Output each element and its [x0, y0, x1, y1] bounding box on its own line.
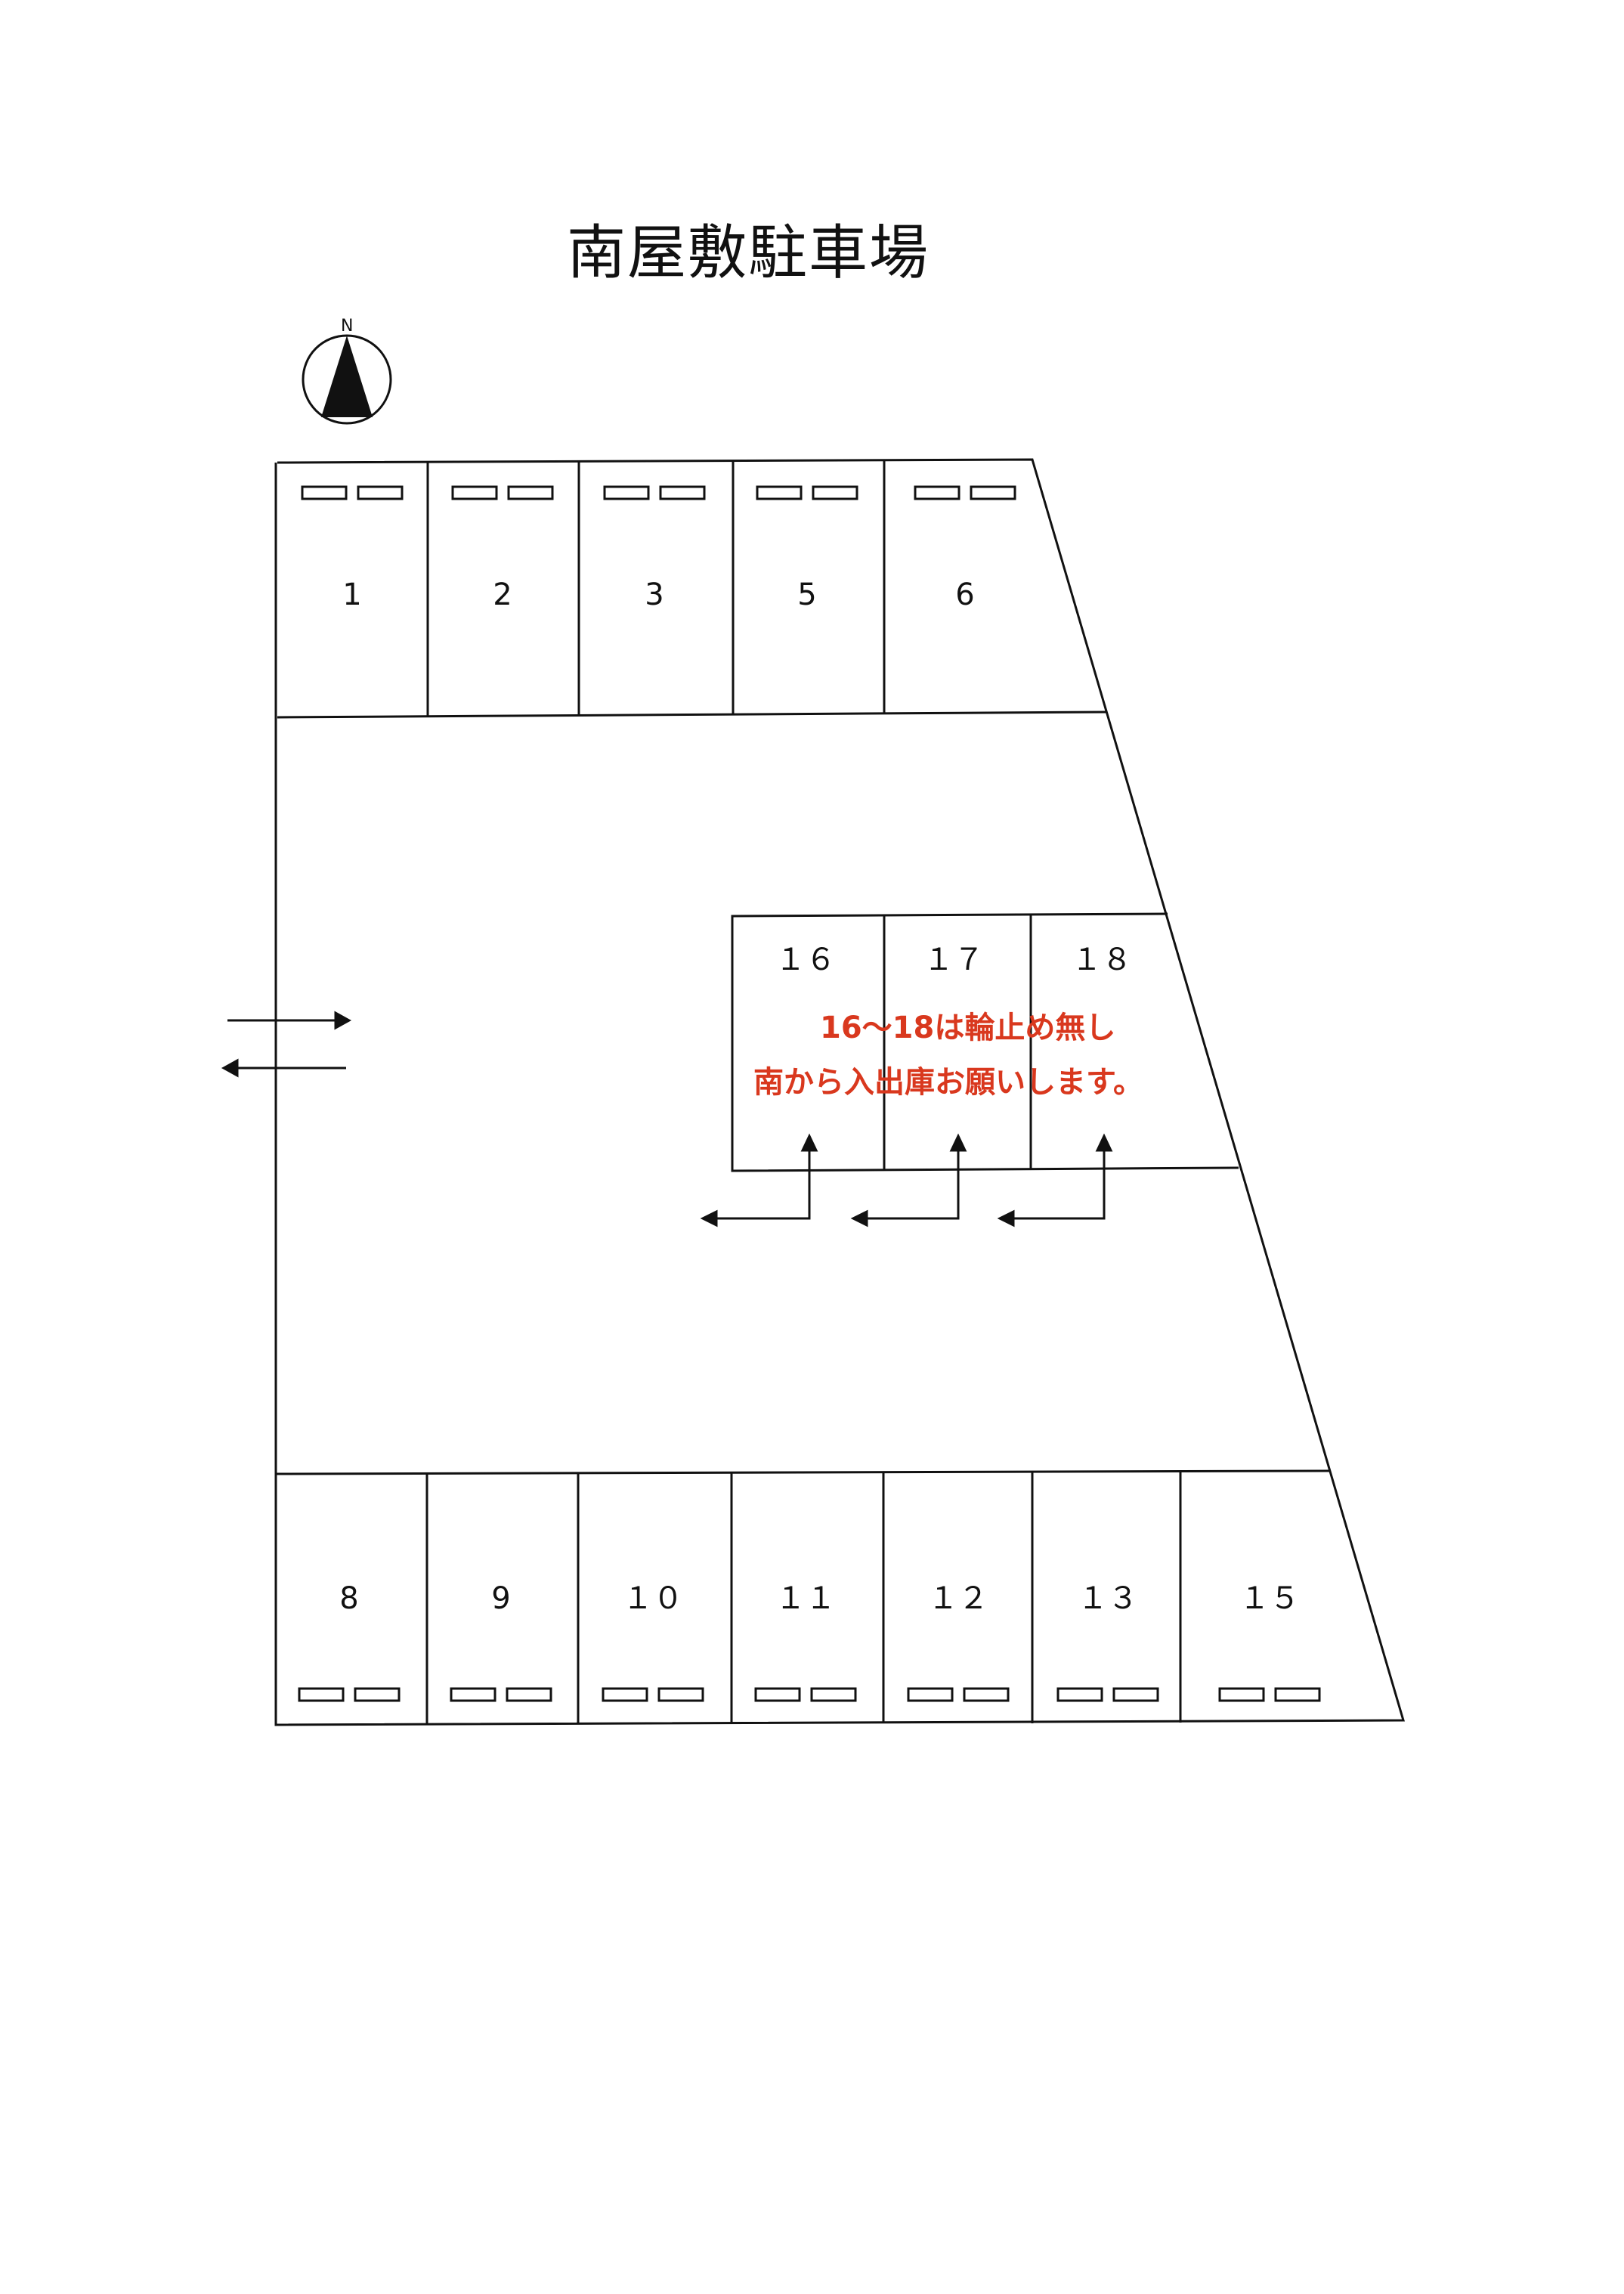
wheel-stop-icon	[603, 485, 706, 500]
top-row-dividers	[426, 460, 886, 716]
page-title: 南屋敷駐車場	[567, 219, 930, 287]
arrow-up-icon	[1095, 1133, 1113, 1152]
wheel-stop-icon	[914, 485, 1016, 500]
stall-number-middle: １７	[923, 943, 984, 977]
lot-outline	[274, 458, 1406, 1726]
stall-numbers: 1 2 3 5 6 8 9 １０ １１ １２ １３ １５ １６ １７ １８	[339, 577, 1300, 1616]
bottom-row-dividers	[425, 1472, 1182, 1725]
stall-number-top: 3	[645, 577, 664, 612]
stall-number-bottom: １１	[775, 1581, 836, 1616]
exit-route-arrows	[700, 1133, 1113, 1227]
entrance-arrows	[221, 1011, 352, 1078]
stall-number-top: 2	[493, 577, 512, 612]
arrow-right-icon	[334, 1011, 352, 1030]
stall-number-bottom: １３	[1078, 1581, 1138, 1616]
stall-number-top: 6	[955, 577, 974, 612]
wheel-stop-icon	[756, 485, 858, 500]
middle-island	[731, 912, 1239, 1172]
wheel-stop-icon	[298, 1687, 401, 1702]
arrow-left-icon	[221, 1058, 239, 1078]
arrow-left-icon	[700, 1209, 718, 1227]
stall-number-bottom: 9	[491, 1581, 510, 1616]
stall-number-middle: １６	[775, 943, 836, 977]
stall-number-top: 5	[797, 577, 816, 612]
wheel-stop-icon	[301, 485, 404, 500]
stall-number-top: 1	[342, 577, 361, 612]
wheel-stop-icon	[1218, 1687, 1321, 1702]
note-line-1: 16～18は輪止め無し	[820, 1011, 1115, 1045]
north-label: N	[341, 317, 353, 336]
wheel-stop-icon	[907, 1687, 1010, 1702]
arrow-up-icon	[949, 1133, 967, 1152]
stall-number-bottom: １５	[1239, 1581, 1300, 1616]
arrow-left-icon	[997, 1209, 1015, 1227]
wheel-stop-icon	[450, 1687, 552, 1702]
note-line-2: 南から入出庫お願いします。	[753, 1065, 1143, 1100]
wheel-stop-icon	[602, 1687, 704, 1702]
arrow-left-icon	[850, 1209, 868, 1227]
wheel-stops	[298, 485, 1321, 1702]
stall-number-bottom: １０	[623, 1581, 683, 1616]
arrow-up-icon	[800, 1133, 818, 1152]
north-compass-icon: N	[302, 317, 392, 425]
wheel-stop-icon	[1056, 1687, 1159, 1702]
stall-number-bottom: １２	[928, 1581, 988, 1616]
wheel-stop-icon	[451, 485, 554, 500]
wheel-stop-icon	[754, 1687, 857, 1702]
stall-number-bottom: 8	[339, 1581, 358, 1616]
stall-number-middle: １８	[1072, 943, 1132, 977]
